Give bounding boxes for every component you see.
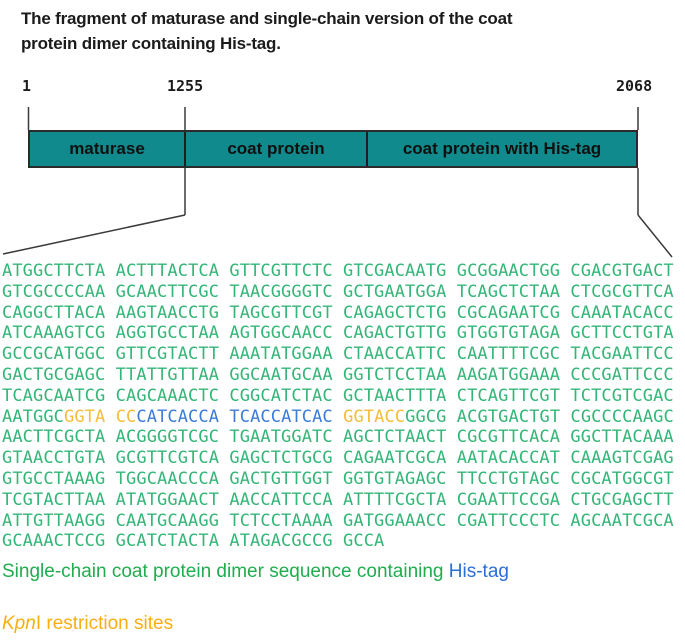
sequence-segment-green: ATGGCTTCTA ACTTTACTCA GTTCGTTCTC GTCGACA… bbox=[2, 261, 674, 281]
sequence-line: ATCAAAGTCG AGGTGCCTAA AGTGGCAACC CAGACTG… bbox=[2, 323, 674, 344]
sequence-segment-green bbox=[105, 407, 115, 427]
sequence-segment-green: GGCG bbox=[405, 406, 447, 427]
sequence-segment-green: GTGCCTAAAG TGGCAACCCA GACTGTTGGT GGTGTAG… bbox=[2, 468, 674, 489]
sequence-line: AATGGCGGTA CCCATCACCA TCACCATCAC GGTACCG… bbox=[2, 407, 674, 428]
bar-segment-coat-protein-histag-label: coat protein with His-tag bbox=[402, 139, 602, 158]
sequence-segment-green: ATCAAAGTCG AGGTGCCTAA AGTGGCAACC CAGACTG… bbox=[2, 323, 674, 344]
sequence-segment-green: GACTGCGAGC TTATTGTTAA GGCAATGCAA GGTCTCC… bbox=[2, 364, 674, 385]
sequence-segment-blue: CATCACCA bbox=[136, 406, 220, 427]
sequence-segment-yellow: GGTACC bbox=[343, 406, 406, 427]
sequence-line: CAGGCTTACA AAGTAACCTG TAGCGTTCGT CAGAGCT… bbox=[2, 303, 674, 324]
sequence-line: AACTTCGCTA ACGGGGTCGC TGAATGGATC AGCTCTA… bbox=[2, 427, 674, 448]
sequence-segment-yellow: GGTA bbox=[64, 406, 106, 427]
sequence-line: GTCGCCCCAA GCAACTTCGC TAACGGGGTC GCTGAAT… bbox=[2, 282, 674, 303]
construct-bar: maturase coat protein coat protein with … bbox=[28, 130, 638, 168]
sequence-line: GTGCCTAAAG TGGCAACCCA GACTGTTGGT GGTGTAG… bbox=[2, 469, 674, 490]
legend-sequence-green-text: Single-chain coat protein dimer sequence… bbox=[2, 561, 449, 582]
sequence-segment-green: GCCGCATGGC GTTCGTACTT AAATATGGAA CTAACCA… bbox=[2, 344, 674, 365]
diagonal-line-left bbox=[2, 214, 186, 255]
sequence-segment-green: ACGTGACTGT CGCCCCAAGC bbox=[446, 406, 674, 427]
sequence-segment-yellow: CC bbox=[115, 406, 137, 427]
legend-sequence: Single-chain coat protein dimer sequence… bbox=[2, 561, 509, 583]
bar-segment-coat-protein-histag: coat protein with His-tag bbox=[368, 132, 636, 166]
legend-histag-text: His-tag bbox=[448, 561, 509, 582]
sequence-segment-green: TCAGCAATCG CAGCAAACTC CGGCATCTAC GCTAACT… bbox=[2, 385, 674, 406]
sequence-line: GCCGCATGGC GTTCGTACTT AAATATGGAA CTAACCA… bbox=[2, 344, 674, 365]
bar-segment-maturase: maturase bbox=[30, 132, 186, 166]
page-title: The fragment of maturase and single-chai… bbox=[21, 6, 621, 56]
bar-segment-maturase-label: maturase bbox=[69, 139, 145, 158]
sequence-segment-green bbox=[333, 407, 343, 427]
page-title-line1: The fragment of maturase and single-chai… bbox=[21, 9, 513, 28]
sequence-segment-green: GTAACCTGTA GCGTTCGTCA GAGCTCTGCG CAGAATC… bbox=[2, 448, 674, 469]
sequence-segment-green: AACTTCGCTA ACGGGGTCGC TGAATGGATC AGCTCTA… bbox=[2, 427, 674, 448]
diagonal-line-right bbox=[637, 214, 673, 258]
sequence-segment-green bbox=[219, 407, 229, 427]
legend-kpn: KpnI restriction sites bbox=[2, 613, 173, 635]
scale-label-1255: 1255 bbox=[167, 77, 204, 95]
sequence-line: GTAACCTGTA GCGTTCGTCA GAGCTCTGCG CAGAATC… bbox=[2, 448, 674, 469]
sequence-segment-green: TCGTACTTAA ATATGGAACT AACCATTCCA ATTTTCG… bbox=[2, 489, 674, 510]
sequence-segment-green: GCAAACTCCG GCATCTACTA ATAGACGCCG GCCA bbox=[2, 531, 385, 552]
sequence-line: GCAAACTCCG GCATCTACTA ATAGACGCCG GCCA bbox=[2, 531, 674, 552]
legend-kpn-rest: I restriction sites bbox=[35, 613, 174, 634]
scale-label-start: 1 bbox=[22, 77, 32, 95]
sequence-segment-blue: TCACCATCAC bbox=[229, 406, 333, 427]
bar-segment-coat-protein-label: coat protein bbox=[227, 139, 325, 158]
legend-kpn-italic: Kpn bbox=[2, 613, 36, 634]
sequence-segment-green: CAGGCTTACA AAGTAACCTG TAGCGTTCGT CAGAGCT… bbox=[2, 302, 674, 323]
sequence-line: ATGGCTTCTA ACTTTACTCA GTTCGTTCTC GTCGACA… bbox=[2, 261, 674, 282]
sequence-segment-green: ATTGTTAAGG CAATGCAAGG TCTCCTAAAA GATGGAA… bbox=[2, 510, 674, 531]
scale-label-2068: 2068 bbox=[616, 77, 653, 95]
sequence-block: ATGGCTTCTA ACTTTACTCA GTTCGTTCTC GTCGACA… bbox=[2, 261, 674, 552]
sequence-line: TCAGCAATCG CAGCAAACTC CGGCATCTAC GCTAACT… bbox=[2, 386, 674, 407]
sequence-segment-green: AATGGC bbox=[2, 406, 65, 427]
sequence-line: ATTGTTAAGG CAATGCAAGG TCTCCTAAAA GATGGAA… bbox=[2, 511, 674, 532]
sequence-line: GACTGCGAGC TTATTGTTAA GGCAATGCAA GGTCTCC… bbox=[2, 365, 674, 386]
sequence-segment-green: GTCGCCCCAA GCAACTTCGC TAACGGGGTC GCTGAAT… bbox=[2, 281, 674, 302]
sequence-line: TCGTACTTAA ATATGGAACT AACCATTCCA ATTTTCG… bbox=[2, 490, 674, 511]
bar-segment-coat-protein: coat protein bbox=[186, 132, 368, 166]
page-title-line2: protein dimer containing His-tag. bbox=[21, 34, 281, 53]
